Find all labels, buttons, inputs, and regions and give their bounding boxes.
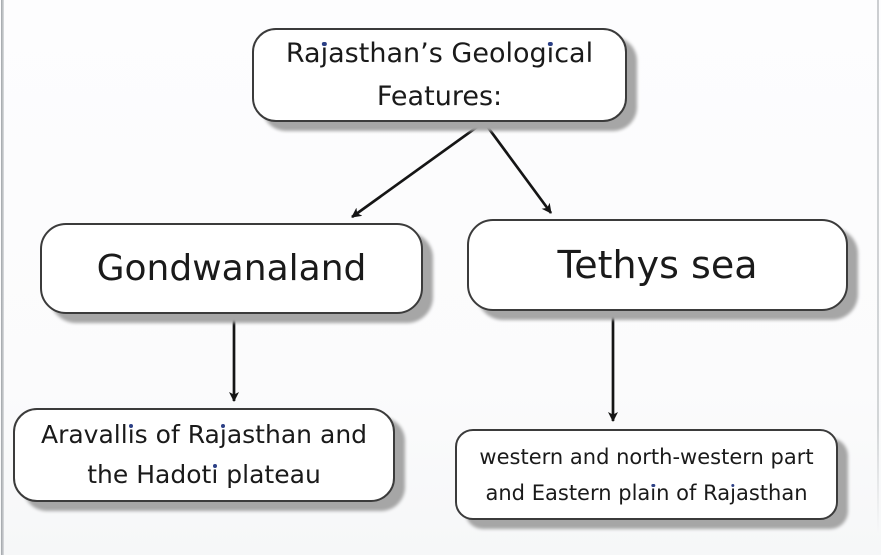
gondwanaland-label: Gondwanaland (96, 248, 367, 289)
page-edge-right (877, 0, 879, 533)
page-edge-left (1, 0, 4, 555)
node-western-plains: western and north-western part and Easte… (455, 429, 838, 520)
tethys-sea-label: Tethys sea (557, 243, 758, 287)
node-gondwanaland: Gondwanaland (40, 223, 423, 314)
connector-title-to-gondwanaland (351, 120, 485, 219)
plains-line-1: western and north-western part (479, 444, 814, 469)
connector-title-to-tethys (482, 121, 553, 214)
aravallis-line-2: the Hadotı plateau (87, 460, 321, 489)
node-tethys-sea: Tethys sea (467, 219, 848, 311)
title-line-2: Features: (376, 81, 503, 112)
